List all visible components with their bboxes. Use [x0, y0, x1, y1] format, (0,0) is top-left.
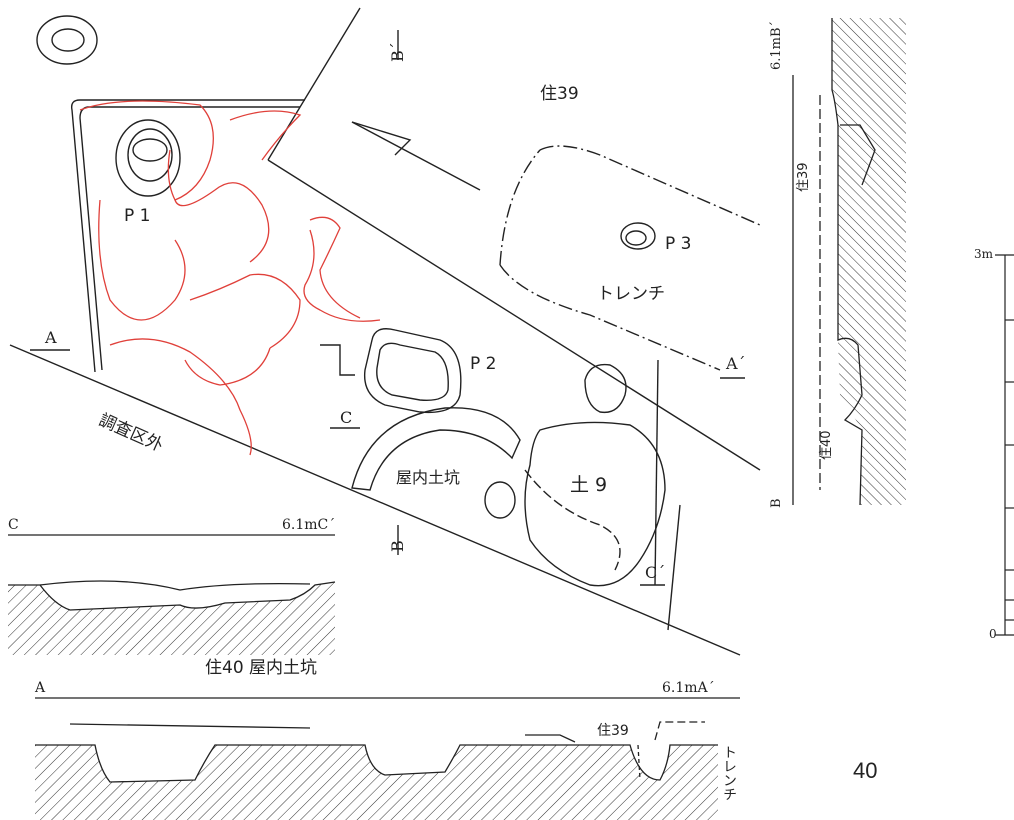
section-c-caption: 住40 屋内土坑 — [205, 658, 318, 678]
label-c: C — [340, 408, 353, 427]
scale-bottom-label: 0 — [989, 627, 997, 641]
section-a-trench: トレンチ — [721, 745, 737, 801]
plan-view — [9, 7, 761, 656]
trench-outline — [499, 145, 761, 371]
section-b-house40: 住40 — [819, 430, 834, 460]
scale-bar — [995, 254, 1014, 636]
section-b-top: 6.1mB´ — [769, 20, 784, 70]
label-b-bottom: B — [388, 540, 407, 552]
label-p3: P 3 — [665, 234, 692, 254]
section-a-end: 6.1mA´ — [662, 680, 715, 696]
label-c-prime: C´ — [645, 563, 666, 582]
indoor-pit — [351, 407, 521, 491]
section-b-bottom: B — [769, 498, 784, 508]
label-p2: P 2 — [470, 354, 497, 374]
pit-p2 — [363, 328, 462, 414]
house40-outline — [70, 99, 305, 373]
survey-boundary — [9, 344, 741, 656]
section-c-start: C — [8, 517, 19, 533]
section-a-start: A — [35, 680, 46, 696]
label-indoor-pit: 屋内土坑 — [396, 468, 461, 487]
label-a: A — [45, 328, 57, 347]
house39-inner-line — [351, 121, 481, 191]
label-trench: トレンチ — [597, 284, 665, 304]
section-b — [792, 18, 906, 506]
label-a-prime: A´ — [726, 354, 746, 373]
page-number: 40 — [853, 758, 878, 783]
label-house39: 住39 — [540, 84, 579, 104]
small-oval-pit — [484, 481, 516, 519]
pit-p3 — [620, 222, 656, 250]
section-b-house39: 住39 — [796, 162, 811, 192]
section-a — [35, 697, 740, 820]
red-feature-outlines — [79, 100, 381, 456]
pit-9 — [524, 421, 666, 587]
pit-p1 — [115, 119, 181, 197]
section-c-end: 6.1mC´ — [282, 517, 336, 533]
label-pit9: 土 9 — [570, 474, 608, 496]
label-b-top: B´ — [388, 42, 407, 62]
house39-wall — [267, 7, 361, 161]
scale-top-label: 3m — [974, 247, 994, 261]
label-p1: P 1 — [124, 206, 151, 226]
small-pit-top-left — [36, 15, 98, 65]
section-a-house39: 住39 — [597, 723, 629, 739]
section-c — [8, 534, 336, 655]
blob-near-pit9 — [584, 363, 627, 414]
